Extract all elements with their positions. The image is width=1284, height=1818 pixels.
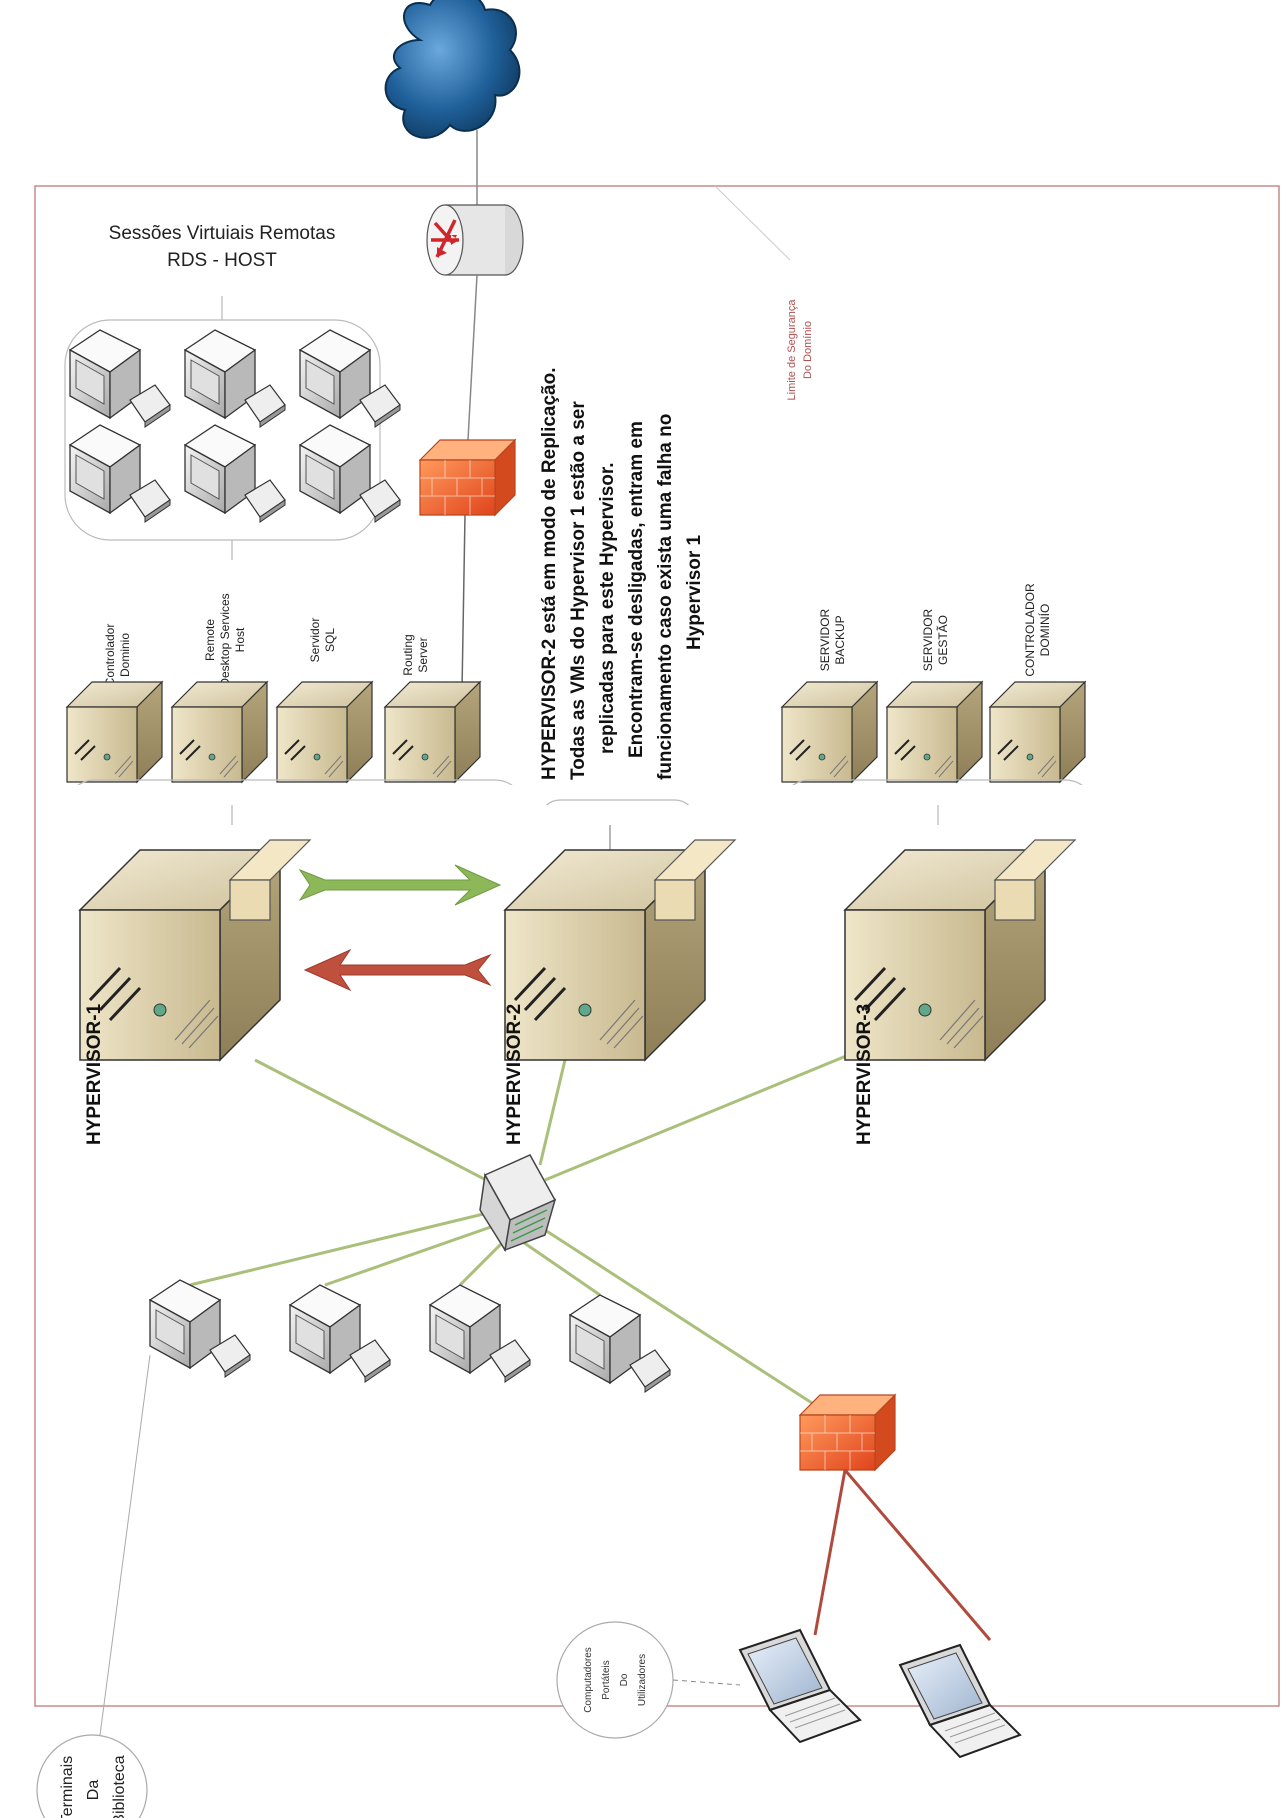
hypervisor-3-label: HYPERVISOR-3 (854, 1004, 875, 1145)
vm-label-gestao: GESTÃO (936, 615, 950, 665)
lan-link-firewall (544, 1228, 816, 1407)
firewall-icon (799, 1394, 896, 1471)
vm-label-host: Host (233, 627, 247, 652)
vm-label-servidor-gestao: SERVIDOR (921, 608, 935, 671)
library-terminal-pc-icon (149, 1279, 251, 1378)
vm-label-servidor-backup: SERVIDOR (818, 608, 832, 671)
user-laptop-icon (899, 1644, 1021, 1758)
external-links (813, 1469, 992, 1641)
rds-session-pc-icon (299, 424, 401, 523)
vm-label-backup: BACKUP (833, 615, 847, 664)
vm-server-icon (66, 681, 163, 783)
vm-label-routing: Routing (401, 634, 415, 675)
replication-note-line2: Todas as VMs do Hypervisor 1 estão a ser (568, 401, 589, 780)
laptops-bubble-leader (672, 1679, 741, 1686)
firewall-routing-link (461, 514, 466, 691)
library-terminal-pc-icon (289, 1284, 391, 1383)
laptops-bubble (556, 1621, 674, 1739)
vm-label-desktop-services: Desktop Services (218, 593, 232, 686)
rds-title: Sessões Virtuiais Remotas (109, 223, 336, 244)
vm-label-servidor: Servidor (308, 618, 322, 663)
vm-label-server: Server (416, 637, 430, 672)
library-bubble-leader (99, 1354, 151, 1736)
library-bubble-line2: Da (85, 1780, 102, 1801)
rds-subtitle: RDS - HOST (167, 250, 277, 271)
boundary-label: Limite de Segurança Do Domínio (786, 299, 814, 401)
lan-links (189, 1038, 886, 1407)
vm-label-dominio-3: DOMINÍO (1037, 604, 1052, 657)
replication-note-line6: Hypervisor 1 (684, 534, 705, 650)
rds-sessions-group (64, 319, 381, 541)
hypervisor-1-icon (78, 838, 312, 1062)
external-link-laptop1 (813, 1469, 847, 1636)
vm-label-dominio: Dominio (118, 633, 132, 677)
vm-server-icon (276, 681, 373, 783)
rds-session-pc-icon (184, 424, 286, 523)
router-firewall-link (467, 274, 478, 441)
hypervisor-2-label: HYPERVISOR-2 (504, 1004, 525, 1145)
lan-link-terminal2 (324, 1220, 506, 1287)
vm-label-group-3: SERVIDOR BACKUP SERVIDOR GESTÃO CONTROLA… (818, 583, 1052, 677)
vm-label-group-1: Controlador Dominio Remote Desktop Servi… (103, 593, 430, 686)
vm-server-icon (886, 681, 983, 783)
laptops-bubble-line3: Do (619, 1673, 630, 1686)
rds-session-pc-icon (299, 329, 401, 428)
replication-note-line4: Encontram-se desligadas, entram em (626, 421, 647, 758)
lan-link-terminal4 (519, 1238, 601, 1297)
router-icon (426, 204, 524, 276)
rds-session-pc-icon (184, 329, 286, 428)
lan-link-hypervisor2 (538, 1059, 567, 1166)
vm-server-icon (171, 681, 268, 783)
vm-server-icon (989, 681, 1086, 783)
vm-server-icon (781, 681, 878, 783)
laptops-bubble-line2: Portáteis (601, 1660, 612, 1699)
external-link-laptop2 (843, 1469, 992, 1641)
replication-back-arrow-icon (303, 948, 492, 992)
laptops-bubble-line1: Computadores (583, 1647, 594, 1713)
switch-icon (479, 1154, 557, 1253)
vm-label-controlador-dominio: CONTROLADOR (1023, 583, 1037, 677)
library-bubble-text: Terminais Da Biblioteca (59, 1755, 128, 1818)
vm-label-remote: Remote (203, 619, 217, 661)
hypervisor-2-icon (503, 838, 737, 1062)
library-terminal-pc-icon (569, 1294, 671, 1393)
boundary-label-line1: Limite de Segurança (786, 299, 798, 401)
rds-session-pc-icon (69, 329, 171, 428)
replication-forward-arrow-icon (298, 864, 502, 906)
library-terminal-pc-icon (429, 1284, 531, 1383)
laptops-bubble-text: Computadores Portáteis Do Utilizadores (583, 1647, 648, 1713)
replication-note-line3: replicadas para este Hypervisor. (597, 463, 618, 755)
lan-link-hypervisor1 (254, 1058, 516, 1197)
firewall-icon (419, 439, 516, 516)
vm-server-icon (384, 681, 481, 783)
library-bubble-line3: Biblioteca (111, 1755, 128, 1818)
user-laptop-icon (739, 1629, 861, 1743)
replication-note-line5: funcionamento caso exista uma falha no (655, 414, 676, 780)
vm-label-controlador: Controlador (103, 624, 117, 687)
hypervisor-3-icon (843, 838, 1077, 1062)
library-bubble-line1: Terminais (59, 1756, 76, 1818)
hypervisor-1-label: HYPERVISOR-1 (84, 1003, 105, 1145)
boundary-label-leader (714, 185, 791, 261)
boundary-label-line2: Do Domínio (802, 321, 814, 379)
replication-note-line1: HYPERVISOR-2 está em modo de Replicação. (539, 367, 560, 780)
replication-note: HYPERVISOR-2 está em modo de Replicação.… (539, 367, 705, 780)
vm-label-sql: SQL (323, 628, 337, 652)
library-bubble (36, 1734, 148, 1818)
lan-link-hypervisor3 (544, 1038, 886, 1182)
lan-link-terminal1 (189, 1208, 501, 1287)
rds-session-pc-icon (69, 424, 171, 523)
laptops-bubble-line4: Utilizadores (637, 1654, 648, 1706)
internet-cloud-icon (384, 0, 521, 139)
